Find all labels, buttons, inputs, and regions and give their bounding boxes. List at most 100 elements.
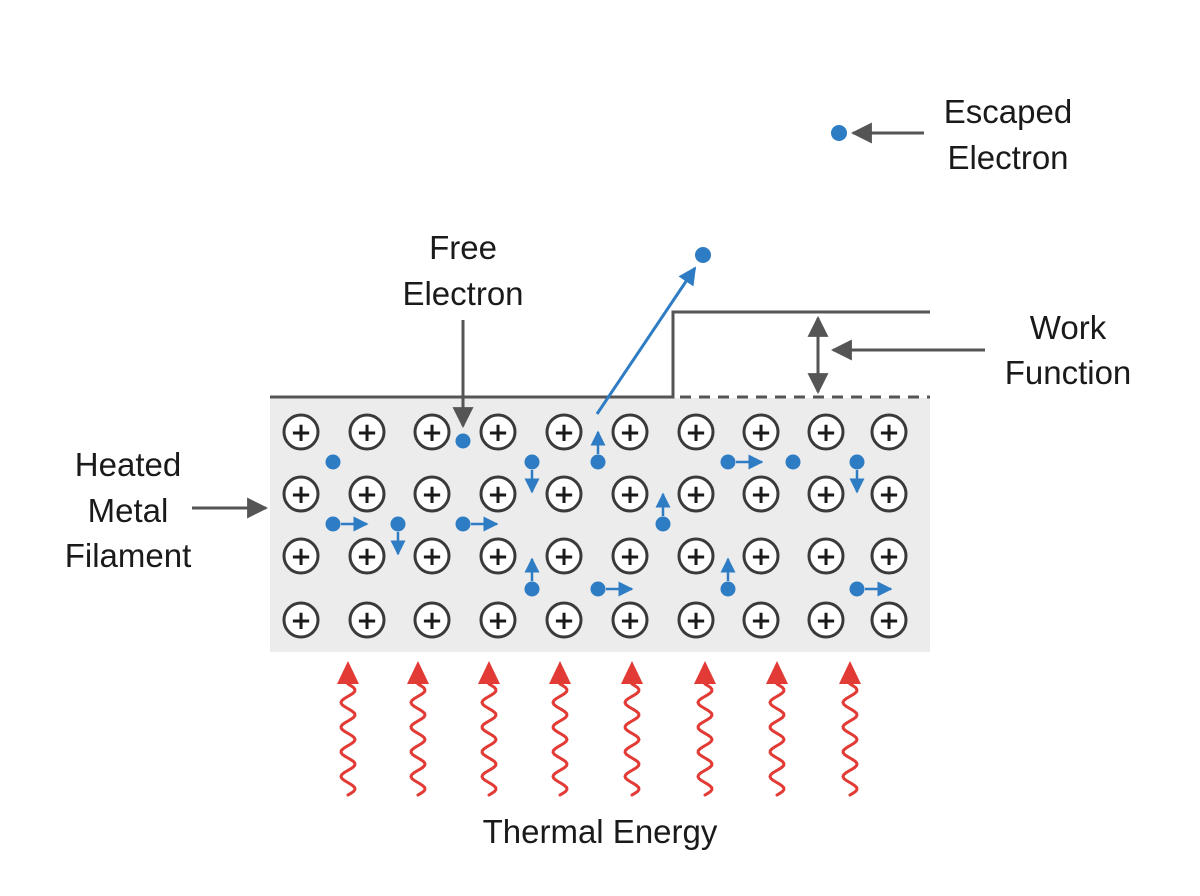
thermal-arrow-head xyxy=(839,661,861,684)
ion-plus-sign: + xyxy=(878,542,900,572)
ion: + xyxy=(677,413,715,451)
ion-plus-sign: + xyxy=(815,606,837,636)
ion-plus-sign: + xyxy=(619,480,641,510)
ion-plus-sign: + xyxy=(290,606,312,636)
ion-lattice: ++++++++++++++++++++++++++++++++++++++++ xyxy=(282,413,908,639)
ion-plus-sign: + xyxy=(750,606,772,636)
free-electron-label-line1: Free xyxy=(429,229,497,266)
free-electron xyxy=(655,492,671,532)
ion: + xyxy=(348,537,386,575)
ion-plus-sign: + xyxy=(750,542,772,572)
free-electron xyxy=(720,557,736,597)
ion-plus-sign: + xyxy=(685,606,707,636)
ion-plus-sign: + xyxy=(750,480,772,510)
ion: + xyxy=(413,413,451,451)
ion: + xyxy=(348,475,386,513)
ion: + xyxy=(545,475,583,513)
thermal-arrow-head xyxy=(549,661,571,684)
ion: + xyxy=(870,601,908,639)
ion-plus-sign: + xyxy=(356,418,378,448)
free-electron xyxy=(590,430,606,470)
ion-plus-sign: + xyxy=(421,542,443,572)
ion: + xyxy=(870,475,908,513)
ion-plus-sign: + xyxy=(356,542,378,572)
free-electron xyxy=(455,516,499,532)
ion: + xyxy=(413,537,451,575)
thermal-arrow-head xyxy=(766,661,788,684)
ion: + xyxy=(742,537,780,575)
ion-plus-sign: + xyxy=(290,480,312,510)
ion-plus-sign: + xyxy=(421,418,443,448)
thermal-energy-waves xyxy=(337,661,861,797)
free-electron xyxy=(524,557,540,597)
ion: + xyxy=(870,413,908,451)
ion: + xyxy=(807,601,845,639)
ion-plus-sign: + xyxy=(750,418,772,448)
escape-trajectory-arrow xyxy=(595,266,697,415)
ion: + xyxy=(807,413,845,451)
ion: + xyxy=(870,537,908,575)
ion-plus-sign: + xyxy=(878,606,900,636)
ion: + xyxy=(479,537,517,575)
ion-plus-sign: + xyxy=(290,542,312,572)
ion-plus-sign: + xyxy=(619,418,641,448)
ion-plus-sign: + xyxy=(487,606,509,636)
ion-plus-sign: + xyxy=(487,418,509,448)
free-electrons xyxy=(325,430,893,597)
ion: + xyxy=(545,601,583,639)
thermal-arrow-head xyxy=(694,661,716,684)
ion: + xyxy=(348,601,386,639)
ion-plus-sign: + xyxy=(487,480,509,510)
ion: + xyxy=(742,601,780,639)
legend-electron-dot xyxy=(831,125,847,141)
ion-plus-sign: + xyxy=(553,418,575,448)
heated-metal-label-line1: Heated xyxy=(75,446,181,483)
ion: + xyxy=(479,413,517,451)
ion-plus-sign: + xyxy=(815,480,837,510)
ion-plus-sign: + xyxy=(619,542,641,572)
work-function-label-line1: Work xyxy=(1030,309,1107,346)
ion-plus-sign: + xyxy=(487,542,509,572)
free-electron xyxy=(849,454,865,494)
ion: + xyxy=(807,537,845,575)
ion: + xyxy=(545,537,583,575)
surface-level-line xyxy=(270,310,930,399)
ion-plus-sign: + xyxy=(553,480,575,510)
free-electron xyxy=(524,454,540,494)
heated-metal-label-line3: Filament xyxy=(65,537,192,574)
ion: + xyxy=(611,413,649,451)
free-electron xyxy=(325,516,369,532)
ion: + xyxy=(611,537,649,575)
ion: + xyxy=(413,475,451,513)
ion: + xyxy=(282,537,320,575)
ion: + xyxy=(348,413,386,451)
ion: + xyxy=(545,413,583,451)
work-function-label-line2: Function xyxy=(1005,354,1132,391)
ion: + xyxy=(282,475,320,513)
ion-plus-sign: + xyxy=(290,418,312,448)
ion-plus-sign: + xyxy=(815,418,837,448)
ion: + xyxy=(479,475,517,513)
ion-plus-sign: + xyxy=(685,418,707,448)
heated-metal-label-line2: Metal xyxy=(88,492,169,529)
free-electron xyxy=(785,454,801,470)
thermal-energy-label: Thermal Energy xyxy=(483,813,718,850)
ion-plus-sign: + xyxy=(421,480,443,510)
ion-plus-sign: + xyxy=(815,542,837,572)
thermal-wave-arrow xyxy=(694,661,716,797)
thermal-arrow-head xyxy=(337,661,359,684)
ion-plus-sign: + xyxy=(619,606,641,636)
energy-levels xyxy=(270,310,930,399)
thermal-wave-arrow xyxy=(839,661,861,797)
ion: + xyxy=(677,475,715,513)
thermal-arrow-head xyxy=(621,661,643,684)
thermal-wave-arrow xyxy=(766,661,788,797)
free-electron xyxy=(590,581,634,597)
free-electron xyxy=(455,433,471,449)
ion-plus-sign: + xyxy=(421,606,443,636)
ion-plus-sign: + xyxy=(878,418,900,448)
free-electron-label-line2: Electron xyxy=(402,275,523,312)
free-electron xyxy=(325,454,341,470)
ion: + xyxy=(742,413,780,451)
